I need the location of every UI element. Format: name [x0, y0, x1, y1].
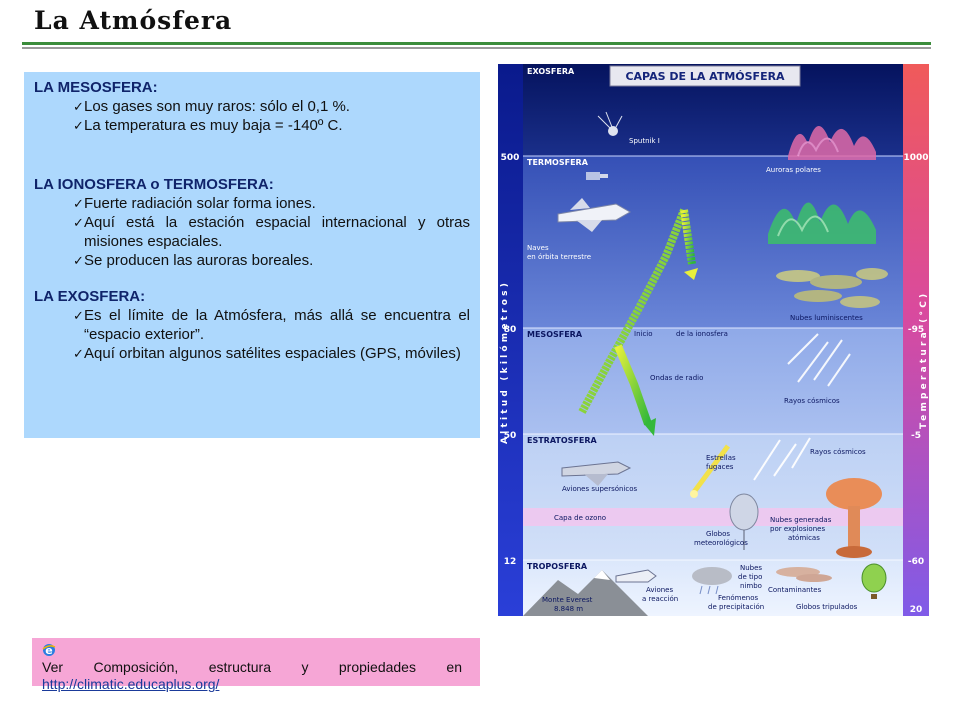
jet-plane-icon: [615, 569, 657, 583]
auroras-label: Auroras polares: [766, 166, 821, 174]
climatic-link[interactable]: http://climatic.educaplus.org/: [42, 676, 220, 692]
layer-name: TERMOSFERA: [527, 158, 589, 167]
ionosfera-label: de la ionosfera: [676, 330, 728, 338]
link-intro-text: Ver Composición, estructura y propiedade…: [42, 659, 462, 675]
mesosfera-list: Los gases son muy raros: sólo el 0,1 %. …: [34, 97, 470, 135]
ionosfera-heading: LA IONOSFERA o TERMOSFERA:: [34, 176, 274, 193]
fenomenos-label: de precipitación: [708, 603, 764, 611]
fenomenos-label: Fenómenos: [718, 594, 759, 602]
nubes-luminiscentes-label: Nubes luminiscentes: [790, 314, 863, 322]
title-underline-shadow: [22, 47, 931, 49]
temperature-tick: -60: [908, 557, 924, 567]
aviones-reaccion-label: a reacción: [642, 595, 678, 603]
altitude-tick: 500: [501, 153, 520, 163]
aviones-reaccion-label: Aviones: [646, 586, 673, 594]
cosmic-rays-icon: [753, 437, 811, 481]
layer-name: ESTRATOSFERA: [527, 436, 598, 445]
sputnik-label: Sputnik I: [629, 137, 660, 145]
nubes-generadas-label: atómicas: [788, 534, 820, 542]
temperature-axis-label: Temperatura (°C): [919, 291, 929, 429]
everest-label: Monte Everest: [542, 596, 593, 604]
page-title: La Atmósfera: [34, 6, 233, 35]
hot-air-balloon-icon: [861, 563, 887, 599]
supersonic-plane-icon: [561, 461, 632, 486]
nimbo-label: nimbo: [740, 582, 762, 590]
mushroom-cloud-icon: [826, 478, 882, 558]
naves-label: en órbita terrestre: [527, 253, 591, 261]
list-item: Se producen las auroras boreales.: [73, 251, 470, 270]
atmosphere-layers-diagram: 500 80 50 12 Altitud (kilómetros) 1000 -…: [498, 64, 929, 616]
layer-name: TROPOSFERA: [527, 562, 588, 571]
mesosfera-band: [523, 328, 903, 434]
altitude-axis-label: Altitud (kilómetros): [499, 280, 510, 444]
mountain-icon: [523, 570, 648, 616]
radio-waves-icon: [578, 208, 696, 426]
mesosfera-heading: LA MESOSFERA:: [34, 79, 158, 96]
temperature-axis-bar: [903, 64, 929, 616]
list-item: Fuerte radiación solar forma iones.: [73, 194, 470, 213]
list-item: La temperatura es muy baja = -140º C.: [73, 116, 470, 135]
nubes-generadas-label: Nubes generadas: [770, 516, 832, 524]
aviones-supersonicos-label: Aviones supersónicos: [562, 485, 638, 493]
info-box: LA MESOSFERA: Los gases son muy raros: s…: [24, 72, 480, 438]
wave-arrowhead: [644, 418, 656, 436]
sputnik-icon: [597, 111, 623, 136]
altitude-tick: 50: [504, 431, 517, 441]
svg-text:e: e: [45, 644, 52, 657]
layer-name: MESOSFERA: [527, 330, 583, 339]
layer-name: EXOSFERA: [527, 67, 575, 76]
ionosfera-list: Fuerte radiación solar forma iones. Aquí…: [34, 194, 470, 270]
ozone-layer-band: [523, 508, 903, 526]
diagram-header-box: [609, 65, 801, 87]
naves-label: Naves: [527, 244, 549, 252]
cosmic-rays-icon: [787, 333, 851, 387]
contaminantes-label: Contaminantes: [768, 586, 822, 594]
globos-tripulados-label: Globos tripulados: [796, 603, 858, 611]
rayos-estrato-label: Rayos cósmicos: [810, 448, 866, 456]
fugaces-label: fugaces: [706, 463, 734, 471]
wave-arrowhead: [684, 268, 698, 280]
list-item: Aquí orbitan algunos satélites espaciale…: [73, 344, 470, 363]
everest-label: 8.848 m: [554, 605, 583, 613]
rayos-meso-label: Rayos cósmicos: [784, 397, 840, 405]
inicio-label: Inicio: [634, 330, 653, 338]
ondas-label: Ondas de radio: [650, 374, 703, 382]
exosfera-list: Es el límite de la Atmósfera, más allá s…: [34, 306, 470, 363]
shooting-star-icon: [690, 444, 731, 498]
altitude-tick: 80: [504, 325, 517, 335]
luminescent-clouds-icon: [776, 268, 888, 308]
weather-balloon-icon: [729, 493, 759, 550]
list-item: Los gases son muy raros: sólo el 0,1 %.: [73, 97, 470, 116]
altitude-axis-bar: [498, 64, 523, 616]
internet-explorer-icon: e: [42, 644, 56, 657]
link-box: e Ver Composición, estructura y propieda…: [32, 638, 480, 692]
capa-ozono-label: Capa de ozono: [554, 514, 606, 522]
temperature-tick: -5: [911, 431, 921, 441]
temperature-tick: -95: [908, 325, 924, 335]
space-shuttle-icon: [557, 198, 632, 232]
list-item: Aquí está la estación espacial internaci…: [73, 213, 470, 251]
exosfera-heading: LA EXOSFERA:: [34, 288, 146, 305]
diagram-header: CAPAS DE LA ATMÓSFERA: [625, 70, 785, 83]
altitude-tick: 12: [504, 557, 517, 567]
rain-cloud-icon: [692, 567, 732, 595]
satellite-icon: [586, 172, 608, 180]
nimbo-label: de tipo: [738, 573, 762, 581]
globos-label: Globos: [706, 530, 730, 538]
title-underline: [22, 42, 931, 45]
aurora-icon: [788, 125, 876, 160]
temperature-tick: 20: [910, 605, 923, 615]
temperature-tick: 1000: [903, 153, 928, 163]
nimbo-label: Nubes: [740, 564, 762, 572]
green-aurora-icon: [768, 202, 876, 244]
nubes-generadas-label: por explosiones: [770, 525, 825, 533]
list-item: Es el límite de la Atmósfera, más allá s…: [73, 306, 470, 344]
pollution-icon: [776, 567, 832, 582]
estrellas-label: Estrellas: [706, 454, 736, 462]
meteorologicos-label: meteorológicos: [694, 539, 748, 547]
